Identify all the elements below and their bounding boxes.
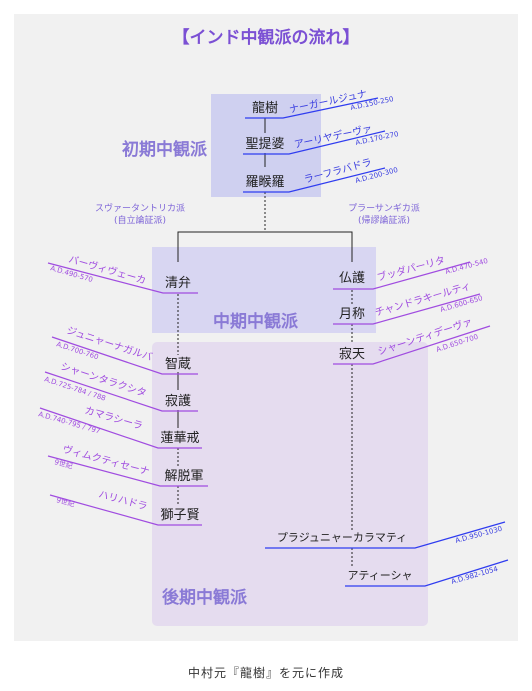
thinker-name-renge: 蓮華戒 bbox=[160, 431, 199, 446]
thinker-ruby-gedatsu: ヴィムクティセーナ bbox=[61, 442, 151, 478]
ruby-line-seiben bbox=[47, 262, 198, 294]
thinker-name-praj: プラジュニャーカラマティ bbox=[277, 531, 407, 544]
ruby-line-praj bbox=[265, 521, 506, 549]
thinker-name-shishi: 獅子賢 bbox=[160, 508, 199, 523]
thinker-name-atisha: アティーシャ bbox=[347, 569, 412, 582]
ruby-line-chizo bbox=[51, 336, 198, 375]
thinker-date-butsugo: A.D.470-540 bbox=[444, 257, 488, 276]
thinker-name-shodaiba: 聖提婆 bbox=[245, 136, 284, 152]
thinker-ruby-chizo: ジュニャーナガルバ bbox=[65, 324, 154, 363]
ruby-line-ragora bbox=[243, 167, 386, 193]
svatantrika-sub-label: (自立論証派) bbox=[114, 214, 166, 226]
thinker-name-jakugo: 寂護 bbox=[165, 393, 191, 409]
thinker-name-butsugo: 仏護 bbox=[339, 270, 365, 286]
early-period-label: 初期中観派 bbox=[122, 139, 208, 160]
split-bracket bbox=[177, 231, 353, 262]
ruby-line-jakuten bbox=[333, 325, 491, 365]
middle-period-box bbox=[152, 247, 376, 333]
thinker-name-ryuju: 龍樹 bbox=[252, 100, 278, 116]
late-period-label: 後期中観派 bbox=[162, 587, 248, 608]
thinker-ruby-seiben: バーヴィヴェーカ bbox=[67, 252, 147, 287]
ruby-line-gessho bbox=[333, 293, 481, 325]
thinker-ruby-shishi: ハリハドラ bbox=[97, 488, 148, 513]
ruby-line-jakugo bbox=[44, 371, 198, 412]
prasangika-label: プラーサンギカ派 bbox=[348, 203, 420, 214]
thinker-date-gedatsu: 9世紀 bbox=[53, 457, 73, 470]
diagram-title: 【インド中観派の流れ】 bbox=[173, 27, 360, 48]
ruby-line-atisha bbox=[345, 559, 509, 587]
ruby-line-ryuju bbox=[245, 97, 379, 119]
prasangika-sub-label: (帰謬論証派) bbox=[358, 214, 410, 226]
ruby-line-shishi bbox=[49, 494, 202, 526]
ruby-line-renge bbox=[39, 407, 202, 449]
early-period-box bbox=[211, 94, 321, 197]
thinker-date-shishi: 9世紀 bbox=[55, 495, 75, 508]
thinker-name-seiben: 清弁 bbox=[165, 276, 191, 291]
thinker-date-praj: A.D.950-1030 bbox=[454, 525, 503, 545]
thinker-name-chizo: 智蔵 bbox=[165, 357, 191, 372]
ruby-line-gedatsu bbox=[47, 455, 208, 487]
middle-period-label: 中期中観派 bbox=[213, 311, 299, 332]
source-caption: 中村元『龍樹』を元に作成 bbox=[187, 666, 344, 680]
thinker-ruby-gessho: チャンドラキールティ bbox=[374, 280, 473, 319]
thinker-date-atisha: A.D.982-1054 bbox=[450, 565, 499, 586]
thinker-name-ragora: 羅睺羅 bbox=[245, 175, 284, 190]
ruby-line-shodaiba bbox=[243, 130, 386, 155]
thinker-ruby-butsugo: ブッダパーリタ bbox=[375, 253, 446, 284]
thinker-name-jakuten: 寂天 bbox=[339, 346, 365, 362]
late-period-box bbox=[152, 342, 428, 626]
svatantrika-label: スヴァータントリカ派 bbox=[95, 202, 185, 214]
thinker-name-gessho: 月称 bbox=[339, 307, 365, 322]
thinker-name-gedatsu: 解脱軍 bbox=[164, 469, 203, 484]
ruby-line-butsugo bbox=[333, 261, 471, 290]
